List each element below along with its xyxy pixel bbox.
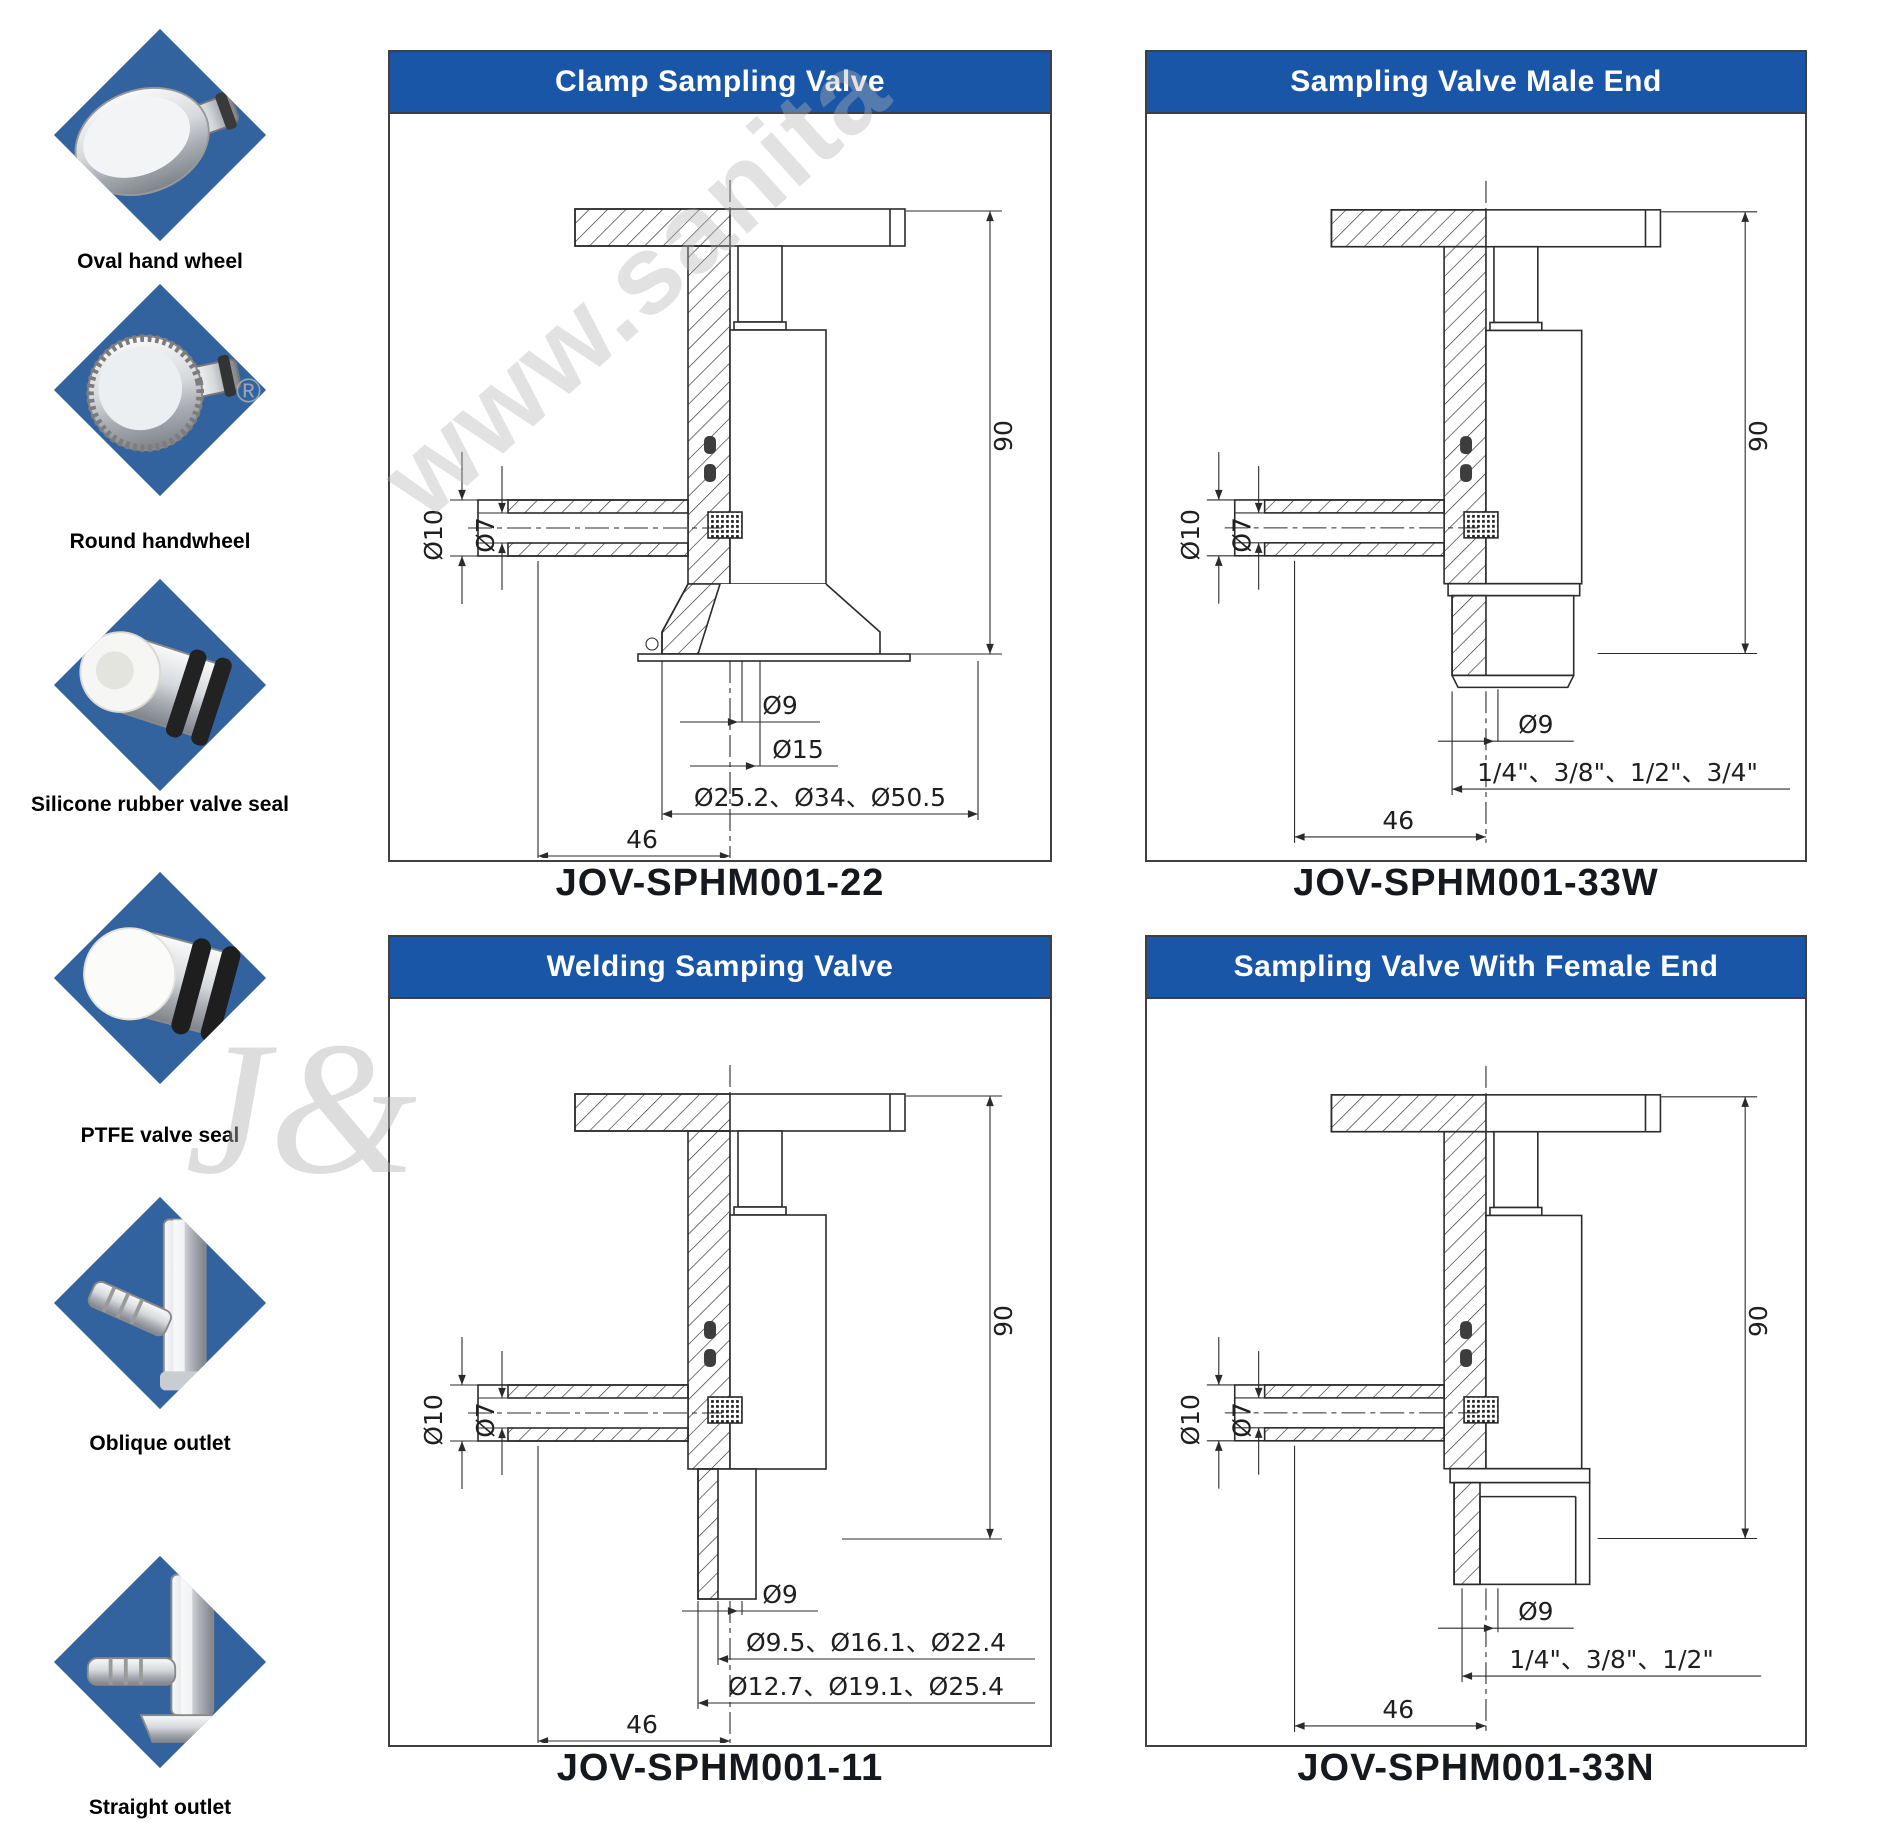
panel-title-bar: Clamp Sampling Valve: [390, 52, 1050, 114]
dimension-lines: [537, 561, 979, 858]
dim-height: 90: [1744, 1305, 1773, 1337]
feature-photo-oblique-outlet: [53, 1196, 267, 1410]
weld-tube-end: [697, 1468, 757, 1600]
feature-photo-ptfe-seal: [53, 871, 267, 1085]
panel-title: Sampling Valve Male End: [1290, 65, 1662, 98]
dimension-lines: [1294, 1445, 1762, 1732]
dim-pipe-outer: Ø10: [419, 1394, 448, 1446]
panel-sampling-valve-female-end: Sampling Valve With Female End: [1145, 935, 1807, 1747]
dim-pipe-outer: Ø10: [1176, 509, 1205, 560]
panel-title: Welding Samping Valve: [546, 950, 894, 983]
panel-title: Sampling Valve With Female End: [1233, 950, 1719, 983]
valve-drawing-male-end: Ø10 Ø7 90 Ø9 1/4"、3/8"、1/2"、3/4" 46: [1176, 114, 1791, 843]
feature-label: PTFE valve seal: [80, 1124, 240, 1147]
dim-length: 46: [1382, 1695, 1414, 1724]
dim-pipe-inner: Ø7: [471, 517, 500, 553]
oblique-outlet-icon: [87, 1218, 210, 1391]
feature-photo-straight-outlet: [53, 1555, 267, 1769]
silicone-seal-icon: [79, 631, 232, 746]
valve-drawing-weld-end: Ø10 Ø7 90 Ø9 Ø9.5、Ø16.1、Ø22.4 Ø12.7、Ø19.…: [419, 999, 1035, 1743]
panel-title: Clamp Sampling Valve: [554, 65, 886, 98]
dim-thread-options: 1/4"、3/8"、1/2"、3/4": [1477, 758, 1758, 787]
dim-tube-id-options: Ø9.5、Ø16.1、Ø22.4: [746, 1628, 1006, 1657]
dim-height: 90: [1744, 420, 1773, 452]
round-handwheel-icon: [86, 334, 242, 453]
dim-pipe-inner: Ø7: [1228, 1402, 1257, 1437]
dim-thread-options: 1/4"、3/8"、1/2": [1509, 1645, 1713, 1674]
dim-bore: Ø9: [1518, 710, 1553, 739]
model-number: JOV-SPHM001-22: [555, 862, 885, 904]
clamp-ferrule-end: [637, 583, 911, 662]
panel-title-bar: Sampling Valve Male End: [1147, 52, 1805, 114]
model-number: JOV-SPHM001-33W: [1293, 862, 1659, 904]
oval-handwheel-icon: [74, 86, 239, 197]
dim-bore: Ø9: [762, 1580, 798, 1609]
dim-tube-od-options: Ø12.7、Ø19.1、Ø25.4: [728, 1672, 1004, 1701]
panel-welding-sampling-valve: Welding Samping Valve: [388, 935, 1052, 1747]
dim-flange-options: Ø25.2、Ø34、Ø50.5: [694, 783, 946, 812]
panel-title-bar: Welding Samping Valve: [390, 937, 1050, 999]
feature-photo-round-handwheel: [53, 283, 267, 497]
straight-outlet-icon: [86, 1573, 246, 1743]
feature-photo-silicone-seal: [53, 578, 267, 792]
feature-label: Oblique outlet: [89, 1432, 231, 1455]
dimension-lines: [537, 1446, 1035, 1743]
feature-photo-oval-hand-wheel: [53, 28, 267, 242]
dimension-lines: [1294, 560, 1791, 843]
model-number: JOV-SPHM001-11: [556, 1747, 884, 1789]
dim-pipe-outer: Ø10: [419, 509, 448, 561]
dim-length: 46: [626, 1710, 658, 1739]
male-thread-end: [1447, 582, 1581, 689]
feature-label: Straight outlet: [88, 1796, 232, 1819]
panel-title-bar: Sampling Valve With Female End: [1147, 937, 1805, 999]
dim-bore: Ø9: [1518, 1597, 1553, 1626]
model-number: JOV-SPHM001-33N: [1297, 1747, 1655, 1789]
panel-clamp-sampling-valve: Clamp Sampling Valve: [388, 50, 1052, 862]
dim-length: 46: [1382, 806, 1414, 835]
feature-label: Round handwheel: [69, 530, 251, 553]
dim-pipe-outer: Ø10: [1176, 1394, 1205, 1445]
dim-pipe-inner: Ø7: [1228, 517, 1257, 552]
valve-drawing-female-end: Ø10 Ø7 90 Ø9 1/4"、3/8"、1/2" 46: [1176, 999, 1773, 1732]
panel-sampling-valve-male-end: Sampling Valve Male End: [1145, 50, 1807, 862]
dim-height: 90: [989, 420, 1018, 452]
ptfe-seal-icon: [83, 927, 241, 1043]
female-thread-end: [1449, 1467, 1591, 1586]
feature-label: Silicone rubber valve seal: [31, 793, 289, 816]
valve-drawing-clamp: Ø10 Ø7 90 Ø9 Ø15 Ø25.2、Ø34、Ø50.5 46: [419, 114, 1018, 858]
dim-seat: Ø15: [772, 735, 824, 764]
dim-bore: Ø9: [762, 691, 798, 720]
dim-pipe-inner: Ø7: [471, 1402, 500, 1438]
feature-label: Oval hand wheel: [77, 250, 243, 273]
dim-height: 90: [989, 1305, 1018, 1337]
dim-length: 46: [626, 825, 658, 854]
